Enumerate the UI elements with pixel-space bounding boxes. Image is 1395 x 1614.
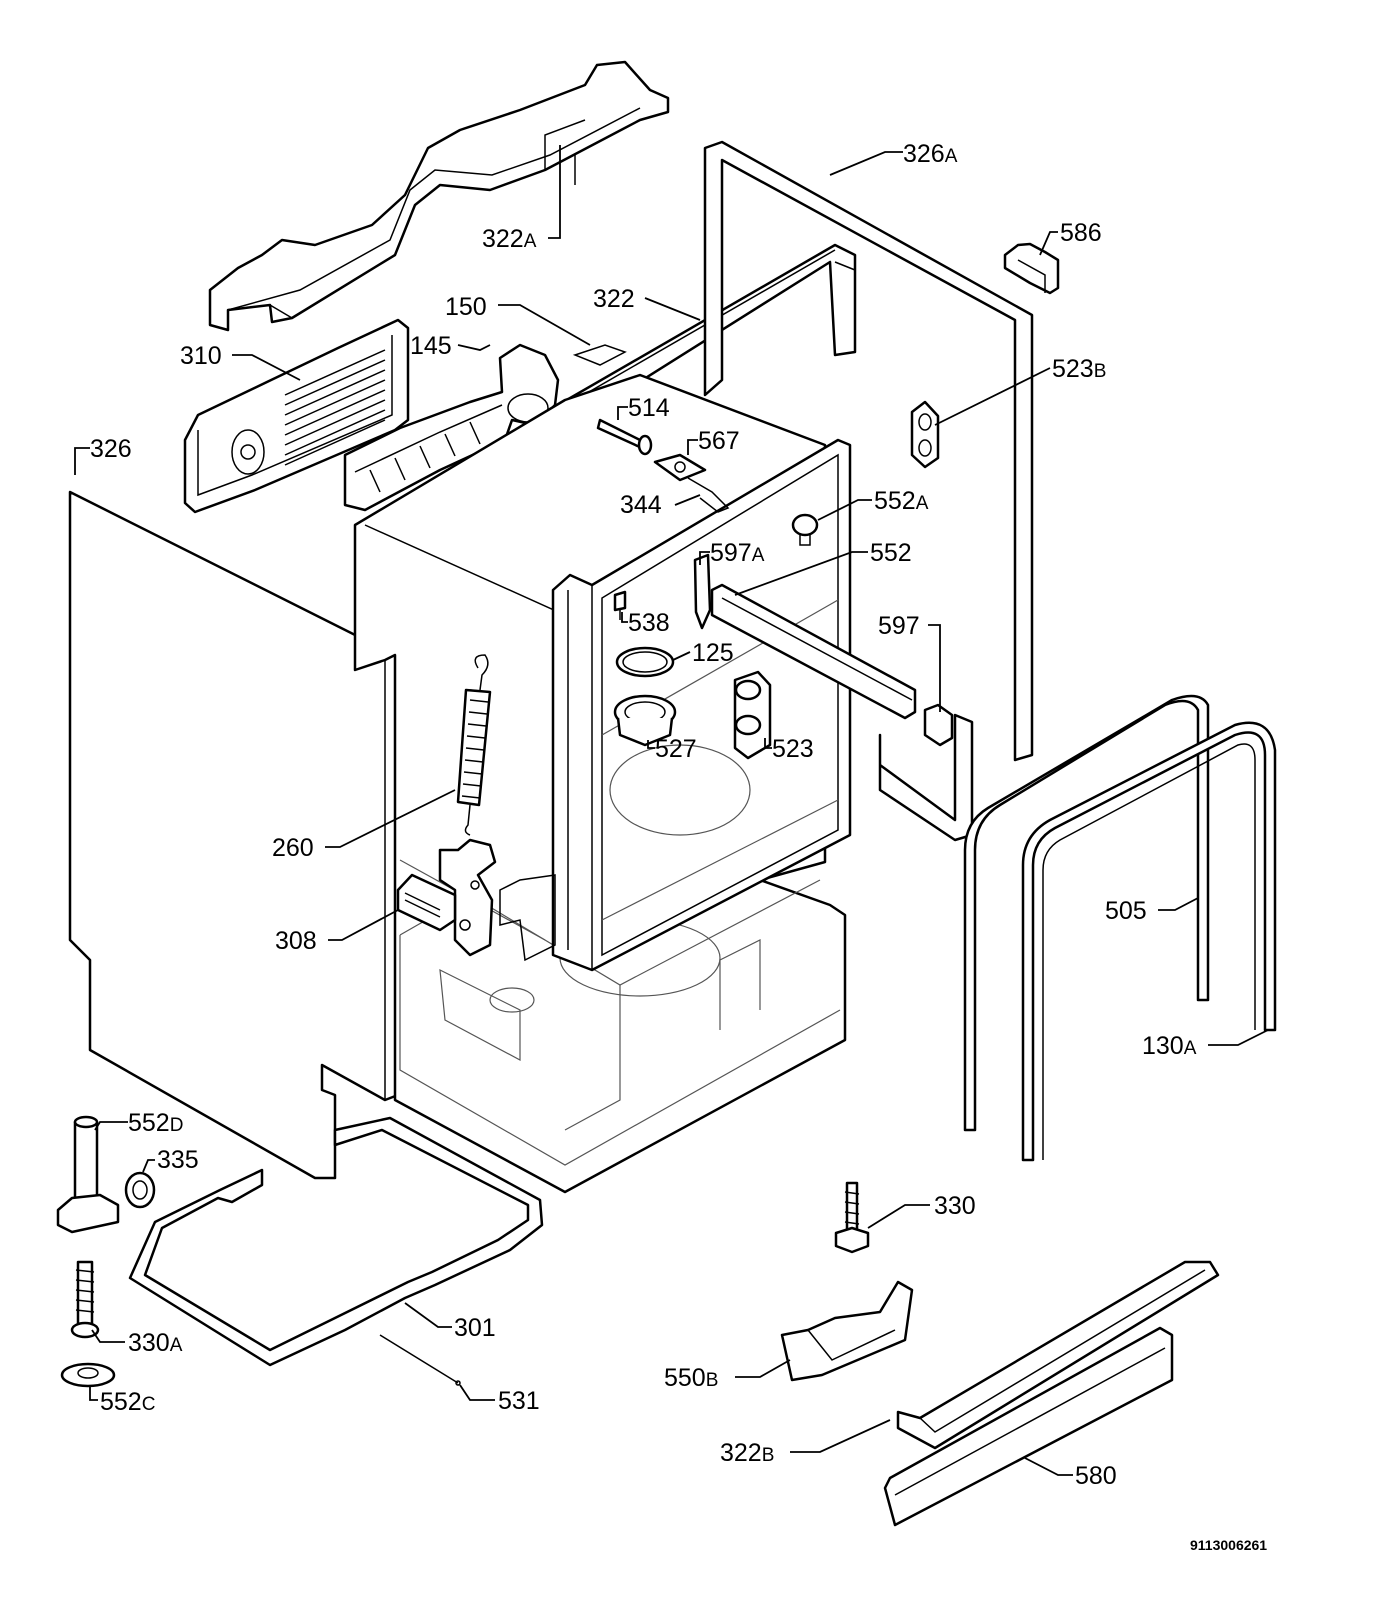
part-125-o-ring <box>615 646 675 678</box>
label-597: 597 <box>878 612 920 640</box>
part-538-screw <box>613 590 627 620</box>
label-326: 326 <box>90 435 132 463</box>
part-260-spring <box>456 654 492 836</box>
label-597a: 597A <box>710 539 765 567</box>
part-308-hinge <box>396 838 497 957</box>
label-260: 260 <box>272 834 314 862</box>
part-326a-back-frame <box>703 140 1034 842</box>
label-552a: 552A <box>874 487 929 515</box>
part-531-rod <box>379 1334 461 1386</box>
label-310: 310 <box>180 342 222 370</box>
part-567-clip <box>653 453 707 482</box>
document-number: 9113006261 <box>1190 1537 1267 1553</box>
label-527: 527 <box>655 735 697 763</box>
label-567: 567 <box>698 427 740 455</box>
part-inner-door-frame <box>499 438 852 972</box>
label-552d: 552D <box>128 1109 183 1137</box>
label-322a: 322A <box>482 225 537 253</box>
part-344-spring <box>687 477 730 513</box>
part-301-base-frame <box>128 1116 544 1367</box>
part-580-kickplate <box>883 1326 1174 1527</box>
label-125: 125 <box>692 639 734 667</box>
part-145-duct <box>343 343 560 512</box>
label-538: 538 <box>628 609 670 637</box>
part-150-bracket <box>572 344 627 366</box>
label-322: 322 <box>593 285 635 313</box>
part-597a-latch <box>693 553 712 630</box>
label-322b: 322B <box>720 1439 774 1467</box>
part-523b-gasket <box>910 400 940 469</box>
label-150: 150 <box>445 293 487 321</box>
label-514: 514 <box>628 394 670 422</box>
part-330a-screw <box>70 1260 100 1339</box>
part-505-seal <box>963 694 1210 1132</box>
label-552: 552 <box>870 539 912 567</box>
label-586: 586 <box>1060 219 1102 247</box>
part-527-nut <box>613 694 677 747</box>
label-550b: 550B <box>664 1364 718 1392</box>
part-597-catch <box>923 703 954 747</box>
label-523b: 523B <box>1052 355 1106 383</box>
part-586-clip <box>1003 242 1060 295</box>
label-531: 531 <box>498 1387 540 1415</box>
part-552-rail <box>710 583 917 720</box>
label-130a: 130A <box>1142 1032 1197 1060</box>
label-330a: 330A <box>128 1329 183 1357</box>
label-301: 301 <box>454 1314 496 1342</box>
label-335: 335 <box>157 1146 199 1174</box>
label-552c: 552C <box>100 1388 155 1416</box>
label-523: 523 <box>772 735 814 763</box>
part-310-grille-panel <box>183 318 410 514</box>
part-322b-strip <box>896 1260 1220 1450</box>
part-335-gear <box>124 1171 156 1209</box>
part-552d-pin-holder <box>56 1115 120 1234</box>
label-145: 145 <box>410 332 452 360</box>
label-344: 344 <box>620 491 662 519</box>
label-308: 308 <box>275 927 317 955</box>
part-550b-bracket <box>780 1280 914 1382</box>
label-330: 330 <box>934 1192 976 1220</box>
part-552c-foot <box>60 1362 116 1388</box>
part-514-screw <box>596 418 653 456</box>
part-523-grommet <box>733 670 772 760</box>
label-505: 505 <box>1105 897 1147 925</box>
part-552a-knob <box>791 513 819 546</box>
part-labels: 322A 326A 586 150 322 310 145 523B 514 5… <box>90 140 1197 1490</box>
label-580: 580 <box>1075 1462 1117 1490</box>
part-330-screw <box>834 1181 870 1254</box>
part-130a-seal <box>1021 721 1277 1162</box>
part-326-side-panel <box>68 490 400 1180</box>
label-326a: 326A <box>903 140 958 168</box>
part-322a-top-rail <box>208 60 670 332</box>
leader-lines <box>74 145 1269 1476</box>
